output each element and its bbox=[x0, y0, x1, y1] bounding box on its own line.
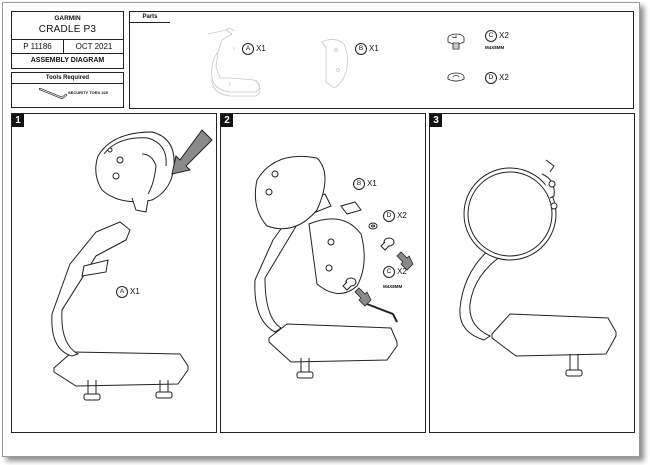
step-1-panel: 1 bbox=[11, 113, 217, 433]
part-a-qty: X1 bbox=[256, 44, 266, 53]
step-1-qty-a: X1 bbox=[130, 287, 140, 296]
step-number: 1 bbox=[12, 114, 24, 127]
step-2-qty-d: X2 bbox=[397, 211, 407, 220]
part-b-callout: B bbox=[355, 43, 367, 55]
part-b-qty: X1 bbox=[369, 44, 379, 53]
step-number: 3 bbox=[430, 114, 442, 127]
tools-block: Tools Required SECURITY TORX 320 bbox=[11, 72, 124, 108]
doc-type: ASSEMBLY DIAGRAM bbox=[12, 53, 123, 69]
part-number: P 11186 bbox=[12, 40, 64, 53]
step-2-qty-b: X1 bbox=[367, 179, 377, 188]
parts-block: Parts bbox=[129, 11, 634, 109]
model-name: CRADLE P3 bbox=[38, 24, 97, 35]
part-a-callout: A bbox=[242, 43, 254, 55]
step-2-callout-d: D bbox=[383, 210, 395, 222]
part-a-drawing bbox=[207, 27, 465, 97]
step-3-drawing bbox=[459, 159, 617, 377]
part-c-spec: M4X8MM bbox=[485, 45, 505, 50]
step-2-panel: 2 bbox=[220, 113, 426, 433]
title-block: GARMIN CRADLE P3 P 11186 OCT 2021 ASSEMB… bbox=[11, 11, 124, 69]
allen-key-icon bbox=[38, 87, 68, 100]
part-date-row: P 11186 OCT 2021 bbox=[12, 39, 123, 53]
part-c-qty: X2 bbox=[499, 31, 509, 40]
step-2-spec-c: M4X8MM bbox=[383, 284, 403, 289]
step-2-callout-b: B bbox=[353, 178, 365, 190]
part-c-callout: C bbox=[485, 30, 497, 42]
assembly-sheet: GARMIN CRADLE P3 P 11186 OCT 2021 ASSEMB… bbox=[2, 2, 640, 457]
step-2-drawing bbox=[254, 155, 414, 379]
step-1-drawing bbox=[51, 129, 213, 401]
parts-title: Parts bbox=[130, 12, 170, 23]
step-1-callout-a: A bbox=[116, 286, 128, 298]
doc-date: OCT 2021 bbox=[75, 42, 113, 51]
part-d-callout: D bbox=[485, 72, 497, 84]
part-d-qty: X2 bbox=[499, 73, 509, 82]
step-number: 2 bbox=[221, 114, 233, 127]
step-3-panel: 3 bbox=[429, 113, 635, 433]
tool-label: SECURITY TORX 320 bbox=[68, 90, 109, 95]
step-2-qty-c: X2 bbox=[397, 267, 407, 276]
step-2-callout-c: C bbox=[383, 266, 395, 278]
tools-title: Tools Required bbox=[12, 73, 123, 84]
brand-name: GARMIN bbox=[54, 15, 81, 22]
